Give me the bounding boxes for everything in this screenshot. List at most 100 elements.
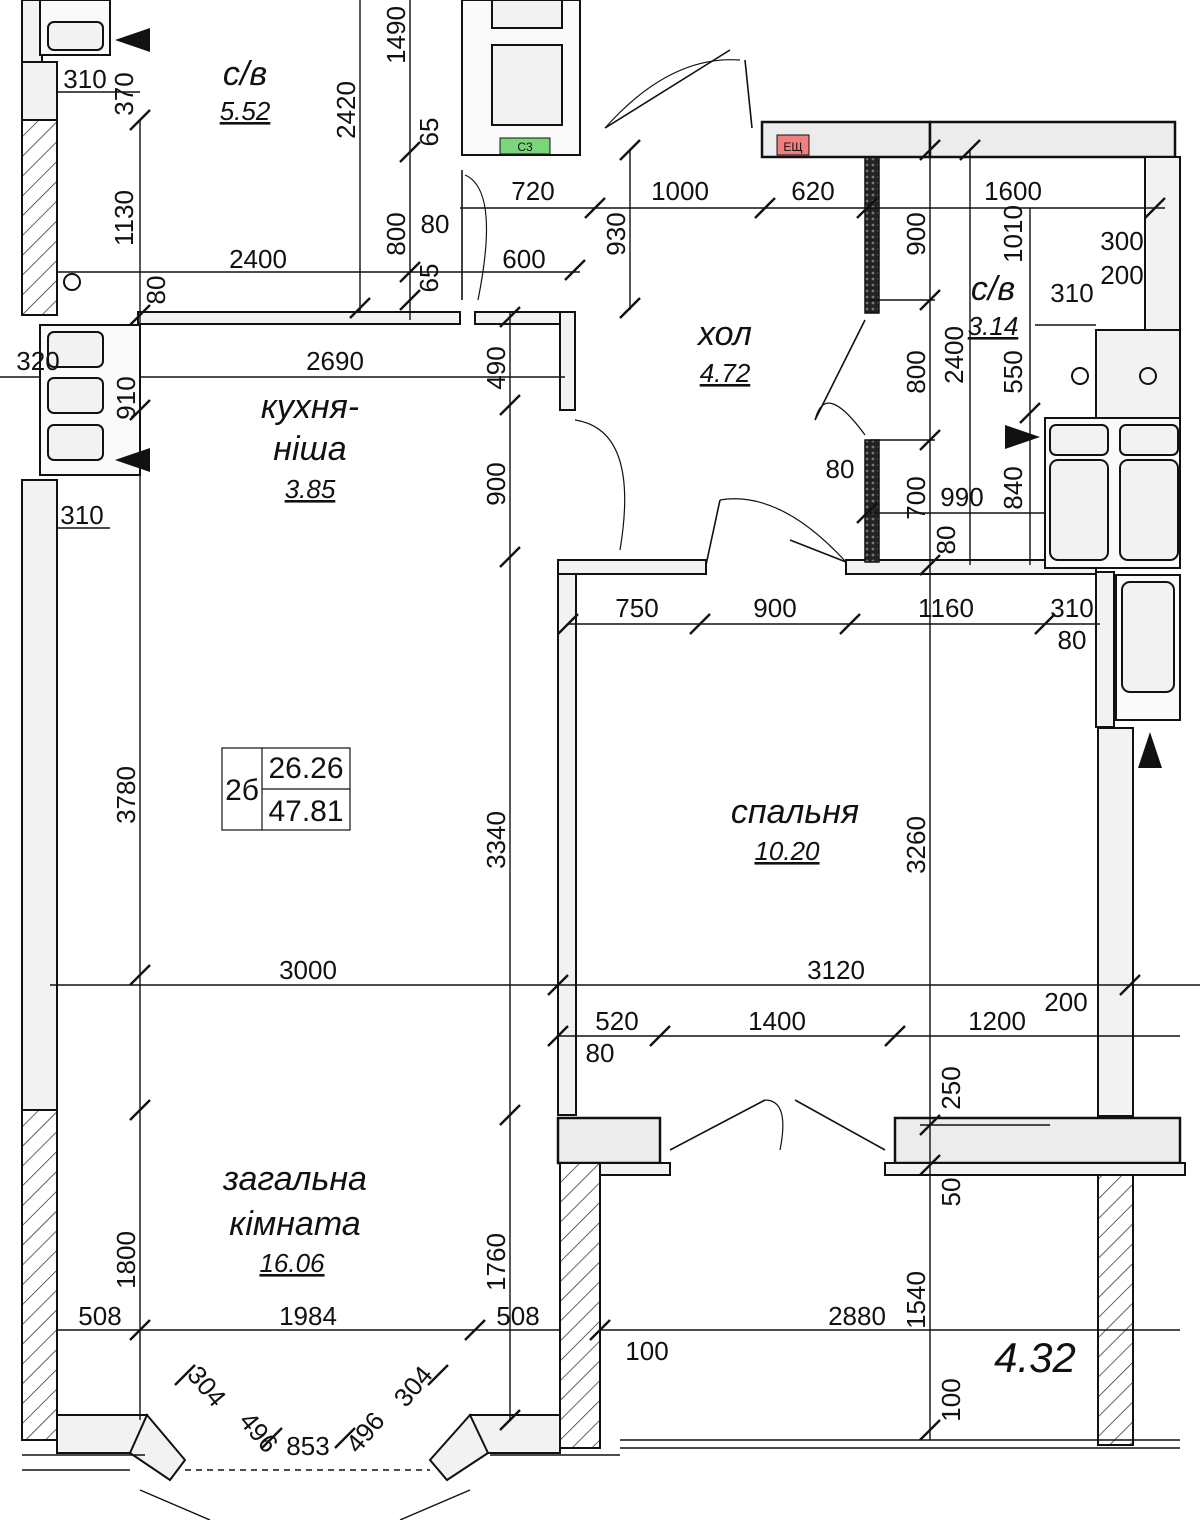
wall-balcony-right	[1097, 1174, 1134, 1446]
tick	[499, 1409, 521, 1431]
wall-balcony-top-left	[599, 1162, 671, 1176]
door-balcony-leaf1	[669, 1099, 766, 1151]
dim-label: 800	[901, 350, 931, 393]
vent-shafts	[39, 0, 1181, 768]
tick	[589, 1319, 611, 1341]
dim-label: 310	[60, 500, 103, 530]
dim-label: 930	[601, 212, 631, 255]
dim-label: 2420	[331, 81, 361, 139]
wall-right-mid	[1095, 571, 1115, 728]
tick	[1119, 974, 1141, 996]
dim-label: 65	[414, 264, 444, 293]
wall-left-top-hatched	[21, 119, 58, 316]
riser-circle-2	[1071, 367, 1089, 385]
room-living-name-line1: загальна	[222, 1160, 367, 1198]
dim-label: 370	[109, 72, 139, 115]
dim-label: 1800	[111, 1231, 141, 1289]
tick	[261, 1427, 283, 1449]
walls	[21, 0, 1186, 1520]
door-balcony-leaf2	[794, 1099, 886, 1151]
dim-label: 200	[1044, 987, 1087, 1017]
room-hall-name: хол	[696, 315, 752, 353]
tick	[619, 297, 641, 319]
tick	[129, 1319, 151, 1341]
tick	[619, 139, 641, 161]
dim-label: 1010	[998, 205, 1028, 263]
door-bath2-arc	[814, 402, 866, 436]
dim-label: 1130	[109, 190, 139, 246]
tick	[349, 297, 371, 319]
wall-bedroom-bottom-left	[556, 1116, 662, 1165]
tick	[499, 394, 521, 416]
shaft-arrow-2	[115, 448, 150, 472]
shaft-right-lower-cell	[1121, 581, 1175, 693]
dim-label: 840	[998, 466, 1028, 509]
dim-label: 80	[931, 526, 961, 555]
dim-label: 1600	[984, 176, 1042, 206]
room-bath1-name: с/в	[223, 55, 267, 93]
room-bedroom-name: спальня	[731, 793, 859, 831]
dim-label: 3780	[111, 766, 141, 824]
shaft-top-inner2	[491, 44, 563, 126]
dim-label: 600	[502, 244, 545, 274]
dim-label: 853	[286, 1431, 329, 1461]
tick	[129, 964, 151, 986]
door-bedroom-arc	[719, 498, 847, 563]
door-bedroom-leaf	[705, 499, 721, 566]
tick	[399, 261, 421, 283]
dim-label: 1000	[651, 176, 709, 206]
room-bath1-area: 5.52	[220, 96, 271, 126]
shaft-left-cell1	[47, 331, 104, 368]
tick	[129, 304, 151, 326]
wall-kitchen-hall-upper	[559, 311, 576, 411]
dimension-labels: 310 720 1000 620 1600 80 300 200 2400 60…	[16, 64, 1143, 1461]
wall-balcony-top-right	[884, 1162, 1186, 1176]
wall-hall-right-lower	[864, 439, 880, 563]
dim-label: 508	[78, 1301, 121, 1331]
tick	[919, 554, 941, 576]
dim-label: 910	[111, 376, 141, 419]
shaft-right-cell4	[1119, 459, 1179, 561]
dim-label: 1400	[748, 1006, 806, 1036]
wall-right-block	[1095, 329, 1181, 419]
tick	[754, 197, 776, 219]
dim-label: 200	[1100, 260, 1143, 290]
dim-label: 1200	[968, 1006, 1026, 1036]
tick	[584, 197, 606, 219]
dim-label: 310	[1050, 278, 1093, 308]
tick	[464, 1319, 486, 1341]
tick	[547, 1025, 569, 1047]
dim-label: 3120	[807, 955, 865, 985]
tick	[1019, 402, 1041, 424]
dim-label: 900	[481, 462, 511, 505]
dim-label: 800	[381, 212, 411, 255]
dim-label: 550	[998, 350, 1028, 393]
tick	[399, 141, 421, 163]
tick	[557, 613, 579, 635]
tick	[1034, 613, 1056, 635]
tick	[689, 613, 711, 635]
wall-bedroom-top-left	[557, 559, 707, 575]
shaft-arrow-4	[1138, 732, 1162, 768]
wall-bay-left-angle	[128, 1413, 187, 1482]
room-bath2-name: с/в	[971, 270, 1015, 308]
tick	[884, 1025, 906, 1047]
tick	[129, 1099, 151, 1121]
door-kitchen-arc	[574, 419, 626, 551]
wall-left-top-a	[21, 61, 58, 121]
wall-balcony-left	[559, 1162, 601, 1449]
bay-glass-right	[399, 1489, 471, 1520]
tick	[499, 546, 521, 568]
dim-label: 900	[901, 212, 931, 255]
tick	[129, 399, 151, 421]
shaft-right-cell3	[1119, 424, 1179, 456]
tick	[399, 289, 421, 311]
tick	[919, 1154, 941, 1176]
dim-label: 50	[936, 1178, 966, 1207]
door-entry-leaf1	[604, 49, 731, 129]
dim-label: 100	[936, 1378, 966, 1421]
tick	[919, 139, 941, 161]
dim-label: 700	[901, 476, 931, 519]
dim-label: 900	[753, 593, 796, 623]
shaft-left-top-cell	[47, 21, 104, 51]
